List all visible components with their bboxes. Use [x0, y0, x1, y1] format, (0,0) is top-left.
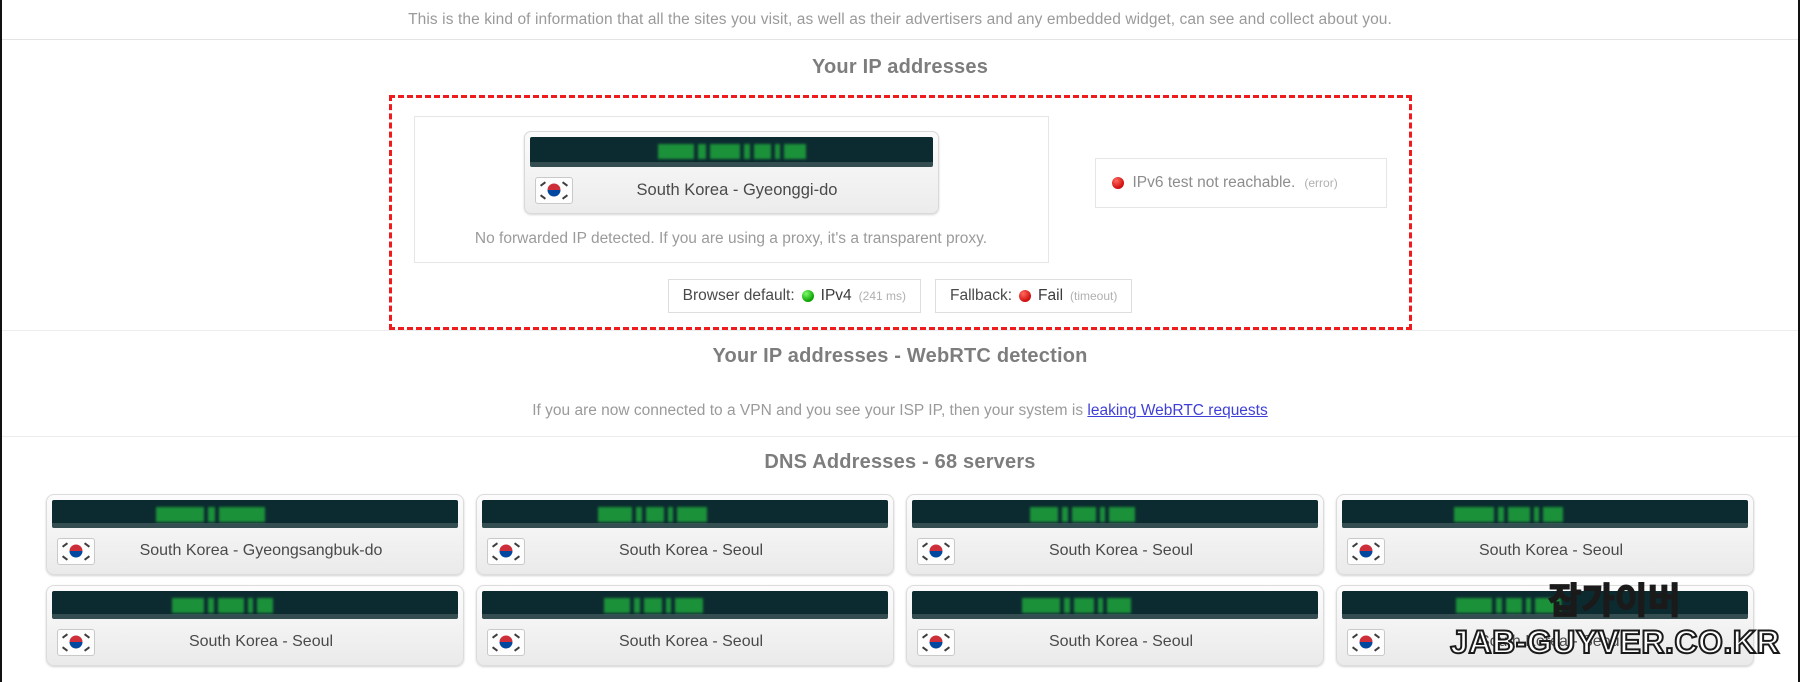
- webrtc-note: If you are now connected to a VPN and yo…: [2, 402, 1798, 420]
- redaction-blocks: [1456, 597, 1561, 614]
- redaction-blocks: [156, 506, 265, 523]
- dns-server-card[interactable]: South Korea - Seoul: [906, 585, 1324, 666]
- ip-addresses-section: Your IP addresses: [2, 40, 1798, 330]
- fallback-status: Fallback: Fail (timeout): [935, 279, 1133, 313]
- dns-server-card[interactable]: South Korea - Gyeongsangbuk-do: [46, 494, 464, 575]
- intro-banner: This is the kind of information that all…: [2, 0, 1798, 40]
- dns-server-card[interactable]: South Korea - Seoul: [1336, 494, 1754, 575]
- redaction-blocks: [1030, 506, 1135, 523]
- dns-server-card[interactable]: South Korea - Seoul: [46, 585, 464, 666]
- south-korea-flag-icon: [487, 628, 525, 656]
- fallback-value: Fail: [1038, 287, 1064, 304]
- dns-server-grid: South Korea - Gyeongsangbuk-do South Kor…: [2, 494, 1798, 666]
- dns-ip-redacted-bar: [482, 591, 888, 619]
- ip-section-heading: Your IP addresses: [811, 56, 989, 78]
- ipv6-status-detail: (error): [1304, 176, 1338, 190]
- browser-default-label: Browser default:: [682, 287, 795, 304]
- dns-section-heading: DNS Addresses - 68 servers: [764, 451, 1036, 473]
- south-korea-flag-icon: [1347, 537, 1385, 565]
- dns-section: DNS Addresses - 68 servers South Korea -…: [2, 437, 1798, 666]
- section-divider: [2, 330, 1798, 331]
- dns-ip-redacted-bar: [482, 500, 888, 528]
- south-korea-flag-icon: [534, 176, 573, 204]
- redaction-blocks: [598, 506, 707, 523]
- dns-server-location: South Korea - Seoul: [188, 633, 334, 650]
- redaction-blocks: [1022, 597, 1131, 614]
- dns-server-card[interactable]: South Korea - Seoul: [476, 494, 894, 575]
- south-korea-flag-icon: [57, 537, 95, 565]
- south-korea-flag-icon: [917, 537, 955, 565]
- intro-text: This is the kind of information that all…: [408, 10, 1392, 28]
- dns-server-card[interactable]: South Korea - Seoul: [1336, 585, 1754, 666]
- ip-highlight-region: South Korea - Gyeonggi-do No forwarded I…: [388, 95, 1412, 330]
- redaction-blocks: [604, 597, 703, 614]
- red-dot-icon: [1111, 177, 1124, 189]
- dns-server-location: South Korea - Seoul: [1478, 542, 1624, 559]
- dns-server-location: South Korea - Seoul: [1048, 633, 1194, 650]
- dns-server-card[interactable]: South Korea - Seoul: [476, 585, 894, 666]
- ipv6-status-box: IPv6 test not reachable. (error): [1094, 158, 1387, 208]
- fallback-detail: (timeout): [1070, 289, 1118, 303]
- webrtc-leak-link[interactable]: leaking WebRTC requests: [1087, 402, 1268, 419]
- ipv6-status-text: IPv6 test not reachable.: [1132, 174, 1296, 191]
- primary-ip-card[interactable]: South Korea - Gyeonggi-do: [523, 131, 939, 214]
- dns-ip-redacted-bar: [1342, 500, 1748, 528]
- forwarded-ip-note: No forwarded IP detected. If you are usi…: [474, 230, 988, 247]
- primary-ip-location: South Korea - Gyeonggi-do: [636, 180, 838, 199]
- redaction-blocks: [172, 597, 273, 614]
- redaction-blocks: [657, 143, 806, 160]
- dns-server-location: South Korea - Seoul: [1478, 633, 1624, 650]
- forwarded-ip-box: South Korea - Gyeonggi-do No forwarded I…: [413, 116, 1049, 263]
- redaction-blocks: [1454, 506, 1563, 523]
- dns-server-location: South Korea - Gyeongsangbuk-do: [139, 542, 383, 559]
- south-korea-flag-icon: [1347, 628, 1385, 656]
- dns-server-location: South Korea - Seoul: [618, 542, 764, 559]
- south-korea-flag-icon: [487, 537, 525, 565]
- webrtc-section-heading: Your IP addresses - WebRTC detection: [712, 345, 1088, 367]
- browser-default-detail: (241 ms): [858, 289, 906, 303]
- webrtc-note-prefix: If you are now connected to a VPN and yo…: [532, 402, 1088, 419]
- browser-default-value: IPv4: [820, 287, 852, 304]
- dns-server-location: South Korea - Seoul: [618, 633, 764, 650]
- red-dot-icon: [1019, 290, 1032, 302]
- dns-ip-redacted-bar: [1342, 591, 1748, 619]
- primary-ip-redacted-bar: [529, 137, 933, 167]
- dns-ip-redacted-bar: [912, 500, 1318, 528]
- dns-ip-redacted-bar: [912, 591, 1318, 619]
- south-korea-flag-icon: [917, 628, 955, 656]
- webrtc-section: Your IP addresses - WebRTC detection If …: [2, 331, 1798, 436]
- connection-status-row: Browser default: IPv4 (241 ms) Fallback:…: [414, 279, 1387, 313]
- fallback-label: Fallback:: [950, 287, 1013, 304]
- south-korea-flag-icon: [57, 628, 95, 656]
- dns-server-card[interactable]: South Korea - Seoul: [906, 494, 1324, 575]
- dns-server-location: South Korea - Seoul: [1048, 542, 1194, 559]
- section-divider: [2, 436, 1798, 437]
- dns-ip-redacted-bar: [52, 591, 458, 619]
- browser-default-status: Browser default: IPv4 (241 ms): [667, 279, 921, 313]
- green-dot-icon: [801, 290, 814, 302]
- dns-ip-redacted-bar: [52, 500, 458, 528]
